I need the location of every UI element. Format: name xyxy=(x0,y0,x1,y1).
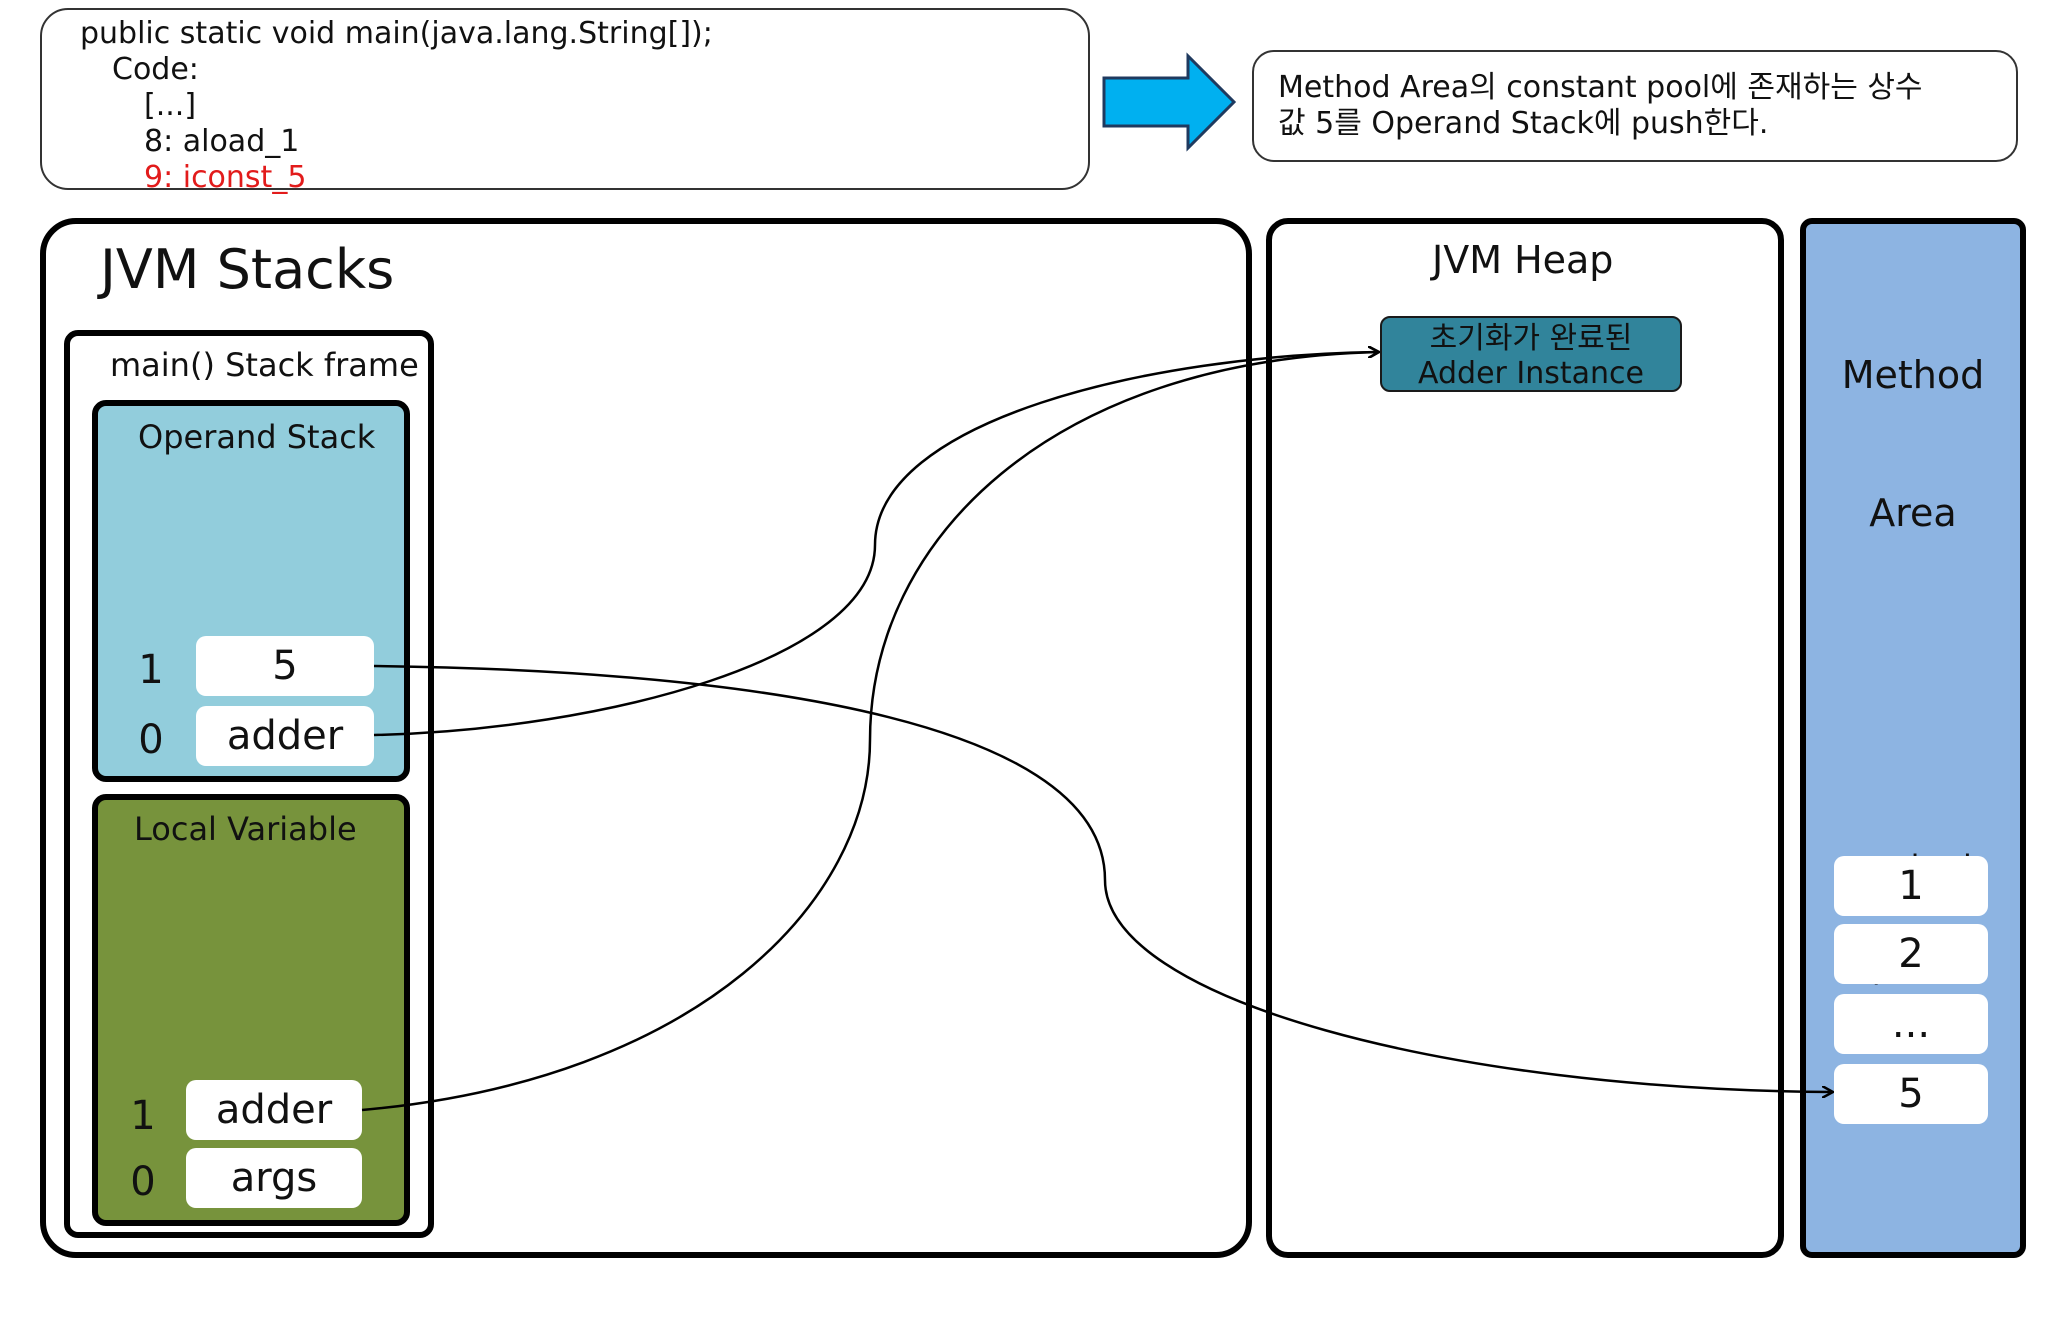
code-line-signature: public static void main(java.lang.String… xyxy=(80,16,713,51)
operand-adder-to-instance-arrow xyxy=(373,352,1378,737)
local-slot-index: 1 xyxy=(130,1093,156,1139)
code-line-iconst-highlighted: 9: iconst_5 xyxy=(144,160,307,195)
method-area-title-line-2: Area xyxy=(1869,491,1957,535)
code-line-code-label: Code: xyxy=(112,52,199,87)
constant-pool-entry: 2 xyxy=(1834,924,1988,984)
operand-slot-value: 5 xyxy=(196,636,374,696)
adder-instance-line-2: Adder Instance xyxy=(1417,356,1644,391)
jvm-stacks-title: JVM Stacks xyxy=(100,238,395,301)
explanation-box: Method Area의 constant pool에 존재하는 상수 값 5를… xyxy=(1252,50,2018,162)
adder-instance: 초기화가 완료된 Adder Instance xyxy=(1380,316,1682,392)
explanation-line-1: Method Area의 constant pool에 존재하는 상수 xyxy=(1278,70,1923,105)
operand-slot-index: 1 xyxy=(138,647,164,693)
local-slot-value: adder xyxy=(186,1080,362,1140)
constant-pool-entry: 5 xyxy=(1834,1064,1988,1124)
operand-slot-value: adder xyxy=(196,706,374,766)
jvm-heap-title: JVM Heap xyxy=(1432,238,1614,282)
bytecode-box: public static void main(java.lang.String… xyxy=(40,8,1090,195)
operand-slot-index: 0 xyxy=(138,717,164,763)
adder-instance-line-1: 초기화가 완료된 xyxy=(1429,321,1633,356)
local-slot-value: args xyxy=(186,1148,362,1208)
local-slot-index: 0 xyxy=(130,1159,156,1205)
right-block-arrow-icon xyxy=(1102,52,1237,152)
code-line-aload: 8: aload_1 xyxy=(144,124,300,159)
method-area-title-line-1: Method xyxy=(1841,353,1985,397)
code-line-ellipsis: [...] xyxy=(144,88,197,123)
operand-five-to-constant-arrow xyxy=(373,664,1832,1092)
explanation-line-2: 값 5를 Operand Stack에 push한다. xyxy=(1278,106,1769,141)
constant-pool-entry: 1 xyxy=(1834,856,1988,916)
operand-stack-title: Operand Stack xyxy=(138,418,376,456)
constant-pool-entry: ... xyxy=(1834,994,1988,1054)
stack-frame-title: main() Stack frame xyxy=(110,346,419,384)
local-variable-title: Local Variable xyxy=(134,810,357,848)
local-adder-to-instance-arrow xyxy=(361,352,1378,1112)
method-area-title: Method Area xyxy=(1800,260,2026,582)
